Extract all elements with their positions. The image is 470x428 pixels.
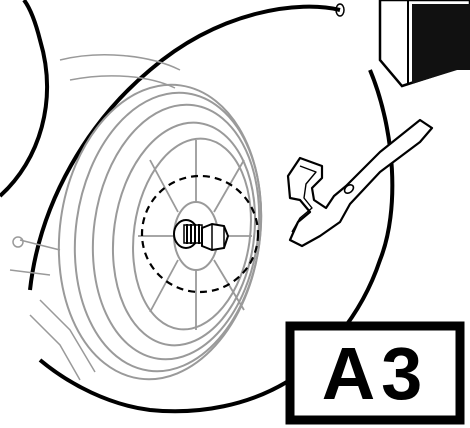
nut-detail-marker — [140, 174, 260, 294]
left-detail-circle — [0, 0, 49, 198]
hex-nut-icon — [173, 219, 230, 252]
machine-body-fragment — [335, 0, 470, 88]
wheel-icon — [57, 83, 263, 381]
open-end-wrench-icon — [286, 118, 434, 248]
step-label-box — [285, 321, 465, 425]
